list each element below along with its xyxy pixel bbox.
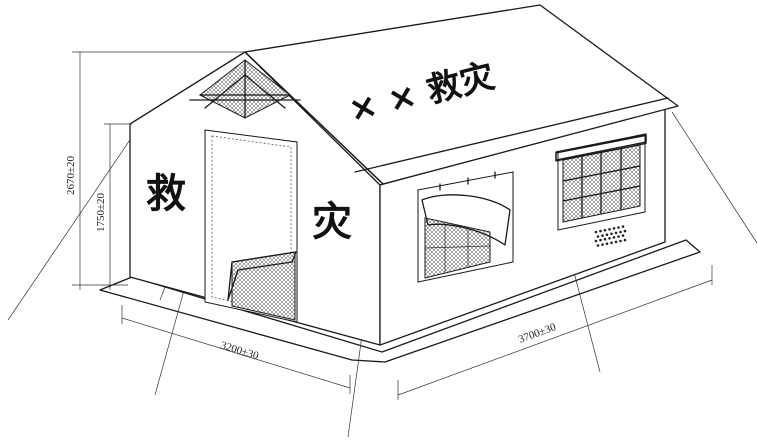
vent-dot: [621, 225, 625, 228]
vent-dot: [603, 237, 607, 241]
vent-dot: [623, 238, 627, 242]
vent-dot: [619, 230, 622, 234]
vent-dot: [608, 237, 611, 240]
door: [204, 129, 298, 323]
vent-dot: [623, 229, 627, 233]
dim-length-label: 3700±30: [517, 321, 558, 346]
vent-dot: [594, 239, 598, 243]
vent-dot: [617, 226, 620, 229]
vent-dot: [610, 232, 613, 236]
dimension-lines: [72, 51, 713, 400]
gable-vent: [189, 59, 301, 119]
vent-dot: [603, 228, 607, 232]
dim-wall-height-label: 1750±20: [95, 192, 107, 232]
vent-dot: [610, 241, 613, 245]
vent-dot: [612, 236, 616, 239]
vent-dot: [605, 242, 609, 245]
vent-dot: [617, 235, 620, 238]
side-window-right: [555, 133, 647, 231]
vent-dot: [601, 234, 604, 237]
dim-total-height-label: 2670±20: [65, 155, 77, 195]
vent-dot: [608, 228, 611, 231]
dim-width-label: 3200±30: [219, 339, 260, 362]
side-window-left: [417, 171, 514, 283]
vent-dot: [605, 233, 609, 236]
vent-dot: [612, 227, 616, 230]
vent-dot: [601, 243, 604, 246]
vent-dot: [599, 229, 602, 233]
vent-dot: [621, 234, 625, 237]
end-wall-char-2: 灾: [312, 199, 352, 245]
vent-dot: [596, 235, 600, 238]
vent-dot: [614, 240, 618, 244]
end-wall-char-1: 救: [146, 171, 186, 217]
vent-dots: [594, 225, 627, 247]
vent-dot: [594, 230, 598, 234]
vent-dot: [619, 239, 622, 243]
vent-dot: [596, 244, 600, 247]
vent-dot: [599, 238, 602, 242]
vent-dot: [614, 231, 618, 235]
